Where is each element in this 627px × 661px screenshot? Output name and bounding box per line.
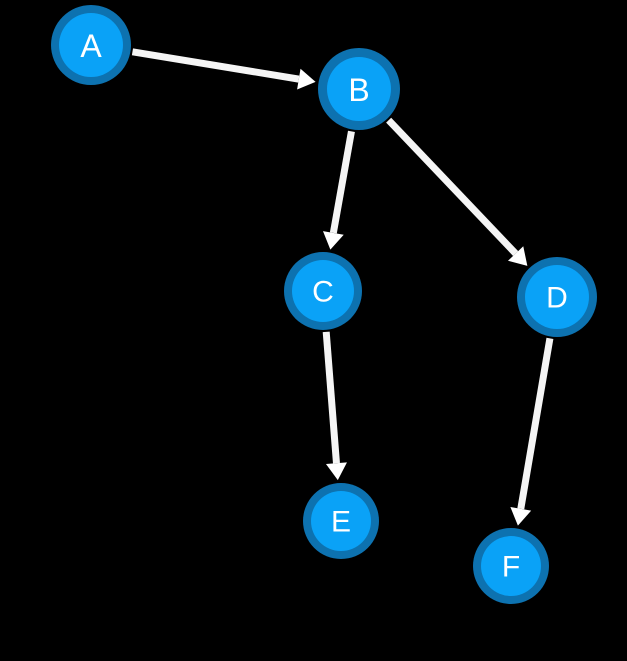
- node-label: A: [80, 28, 102, 64]
- node-layer: A B C D E F: [51, 5, 597, 604]
- graph-node-d[interactable]: D: [517, 257, 597, 337]
- graph-edge-b-d: [386, 117, 528, 266]
- node-fill: [481, 536, 541, 596]
- node-fill: [311, 491, 371, 551]
- graph-edge-b-c: [322, 130, 355, 250]
- arrowhead-icon: [508, 246, 528, 266]
- edge-shaft: [517, 337, 554, 510]
- node-label: B: [348, 72, 369, 108]
- arrowhead-icon: [297, 68, 316, 90]
- node-label: C: [312, 276, 334, 309]
- graph-node-a[interactable]: A: [51, 5, 131, 85]
- node-fill: [327, 57, 391, 121]
- graph-node-f[interactable]: F: [473, 528, 549, 604]
- edge-shaft: [131, 48, 300, 83]
- graph-node-e[interactable]: E: [303, 483, 379, 559]
- node-label: F: [502, 551, 520, 584]
- node-fill: [59, 13, 123, 77]
- graph-node-c[interactable]: C: [284, 252, 362, 330]
- graph-edge-c-e: [322, 331, 347, 481]
- node-fill: [525, 265, 589, 329]
- arrowhead-icon: [510, 507, 532, 526]
- node-label: E: [331, 506, 351, 539]
- edge-shaft: [329, 130, 355, 234]
- node-fill: [292, 260, 354, 322]
- edge-shaft: [322, 331, 340, 464]
- arrowhead-icon: [325, 462, 347, 481]
- edge-shaft: [386, 117, 519, 256]
- node-label: D: [546, 282, 568, 315]
- graph-edge-a-b: [131, 48, 316, 90]
- arrowhead-icon: [322, 231, 344, 250]
- graph-edge-d-f: [510, 337, 554, 526]
- edge-layer: [131, 48, 554, 526]
- graph-node-b[interactable]: B: [318, 48, 400, 130]
